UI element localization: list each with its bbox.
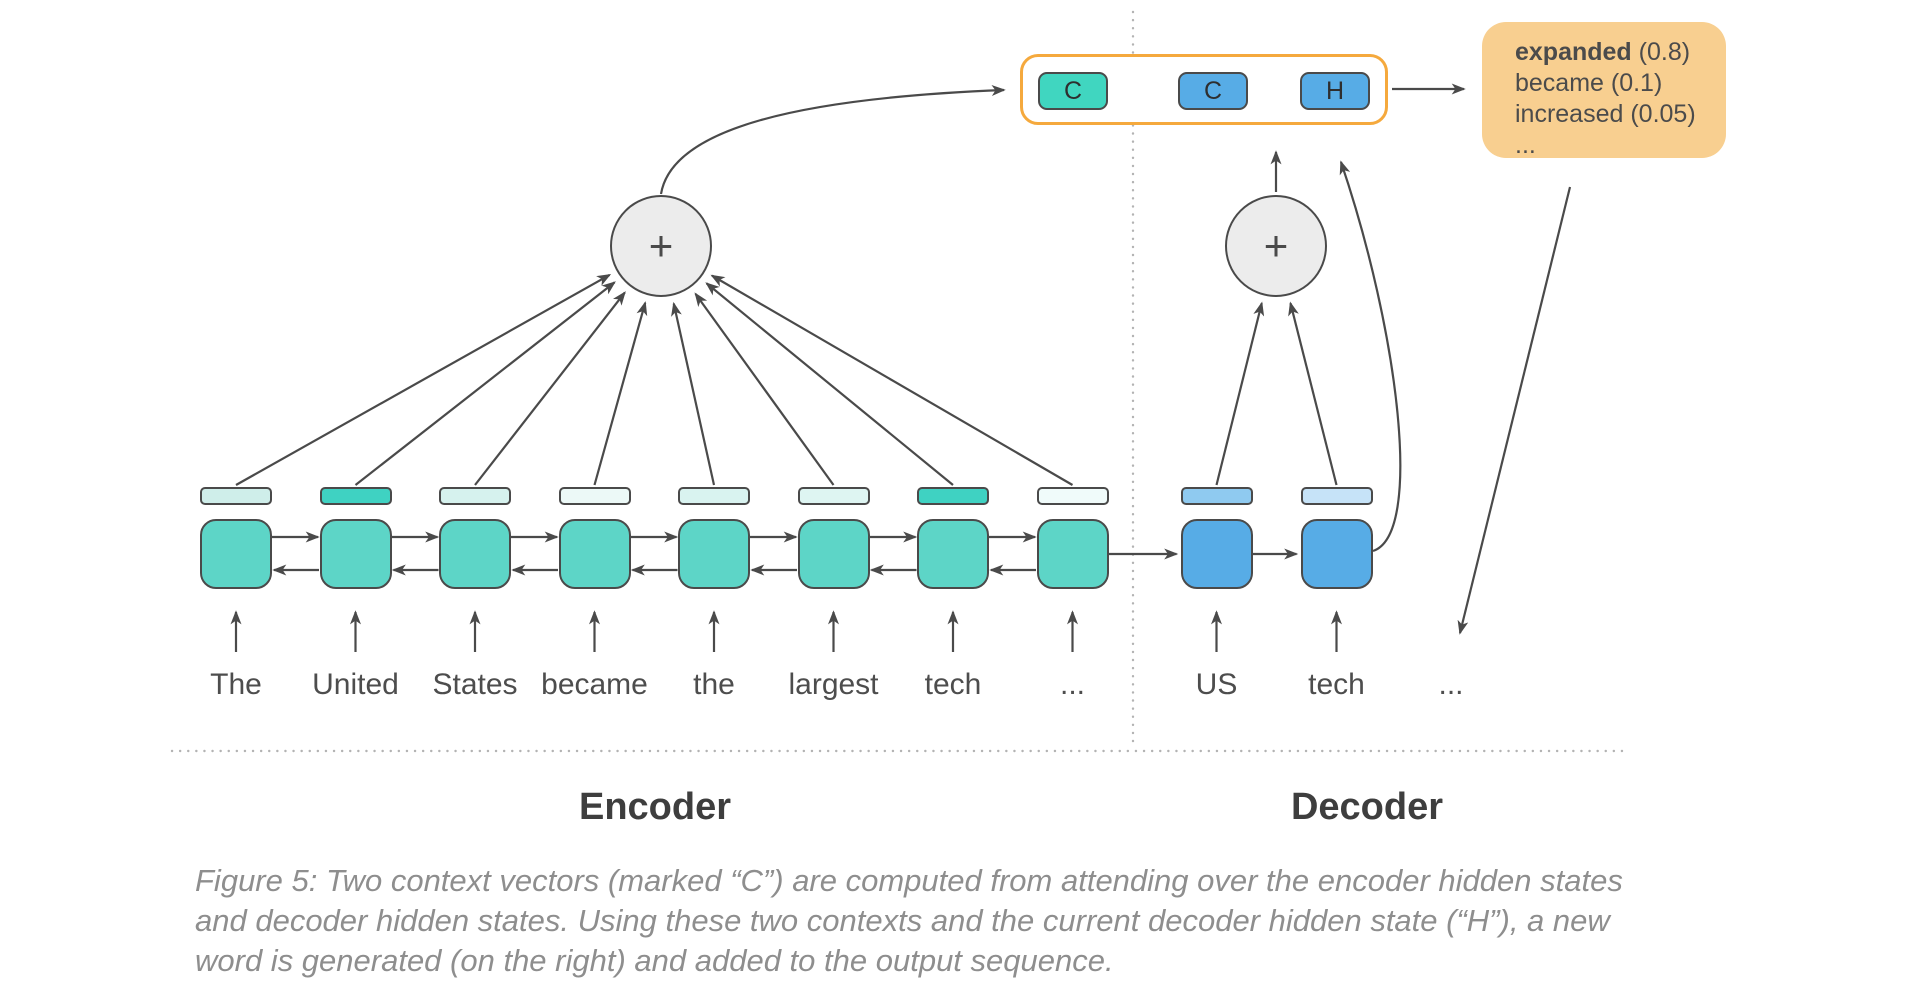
encoder-attention-arrow	[694, 292, 835, 486]
decoder-hidden-state-cell	[1300, 519, 1373, 589]
decoder-hidden-to-H-curve-arrow	[1339, 160, 1402, 553]
plus-icon: +	[648, 222, 674, 269]
caption-line: word is generated (on the right) and add…	[195, 943, 1114, 978]
encoder-attention-arrow	[593, 301, 648, 486]
encoder-attention-arrow	[235, 273, 612, 486]
decoder-attention-arrow	[1288, 301, 1338, 486]
candidate-top: expanded (0.8)	[1515, 37, 1726, 68]
encoder-hidden-state-cell	[1036, 519, 1109, 589]
encoder-hidden-state-cell	[319, 519, 392, 589]
encoder-attention-arrow	[474, 291, 626, 486]
encoder-attention-arrow	[705, 282, 954, 486]
encoder-hidden-state-cell	[917, 519, 989, 589]
decoder-token: US	[1195, 668, 1238, 701]
encoder-hidden-state-cell	[200, 519, 272, 589]
encoder-token: tech	[924, 668, 982, 701]
encoder-token: States	[432, 668, 518, 701]
encoder-attention-weight-bar	[797, 487, 870, 505]
encoder-hidden-state-cell	[439, 519, 511, 589]
encoder-token: became	[541, 668, 648, 701]
plus-icon: +	[1263, 222, 1289, 269]
caption-line: and decoder hidden states. Using these t…	[195, 903, 1610, 938]
context-vector-box-h-2: H	[1300, 72, 1370, 110]
context-vector-box-c-0: C	[1038, 72, 1108, 110]
encoder-attention-weight-bar	[917, 487, 989, 505]
encoder-label: Encoder	[578, 786, 732, 828]
candidates-to-output-arrow	[1457, 186, 1572, 635]
decoder-hidden-state-cell	[1180, 519, 1253, 589]
encoder-hidden-state-cell	[678, 519, 750, 589]
candidate-item: increased (0.05)	[1515, 100, 1696, 128]
encoder-token: largest	[788, 668, 879, 701]
encoder-attention-arrow	[671, 301, 716, 486]
encoder-token: United	[312, 668, 399, 701]
candidate-words-box: expanded (0.8) became (0.1) increased (0…	[1482, 22, 1726, 159]
decoder-label: Decoder	[1290, 786, 1444, 828]
encoder-hidden-state-cell	[797, 519, 870, 589]
encoder-token: ...	[1059, 668, 1086, 701]
encoder-hidden-state-cell	[558, 519, 631, 589]
encoder-context-curve-arrow	[659, 84, 1006, 195]
figure-caption: Figure 5: Two context vectors (marked “C…	[195, 861, 1795, 981]
candidate-top-score: (0.8)	[1631, 38, 1691, 66]
encoder-attention-arrow	[710, 274, 1074, 486]
encoder-token: the	[693, 668, 735, 701]
decoder-attention-arrow	[1215, 301, 1265, 486]
encoder-attention-arrow	[354, 281, 616, 486]
context-vector-box-c-1: C	[1178, 72, 1248, 110]
encoder-attention-weight-bar	[200, 487, 272, 505]
caption-line: Figure 5: Two context vectors (marked “C…	[195, 863, 1623, 898]
encoder-attention-weight-bar	[439, 487, 511, 505]
decoder-output-token: ...	[1438, 668, 1464, 701]
candidate-top-word: expanded	[1515, 38, 1632, 66]
decoder-attention-weight-bar	[1300, 487, 1373, 505]
decoder-attention-weight-bar	[1180, 487, 1253, 505]
encoder-token: The	[210, 668, 262, 701]
encoder-attention-weight-bar	[558, 487, 631, 505]
decoder-token: tech	[1308, 668, 1365, 701]
candidate-more: ...	[1515, 131, 1536, 159]
encoder-attention-weight-bar	[1036, 487, 1109, 505]
decoder-attention-sum-node: +	[1225, 195, 1327, 297]
encoder-attention-sum-node: +	[610, 195, 712, 297]
encoder-attention-weight-bar	[678, 487, 750, 505]
candidate-item: became (0.1)	[1515, 69, 1663, 97]
encoder-attention-weight-bar	[319, 487, 392, 505]
